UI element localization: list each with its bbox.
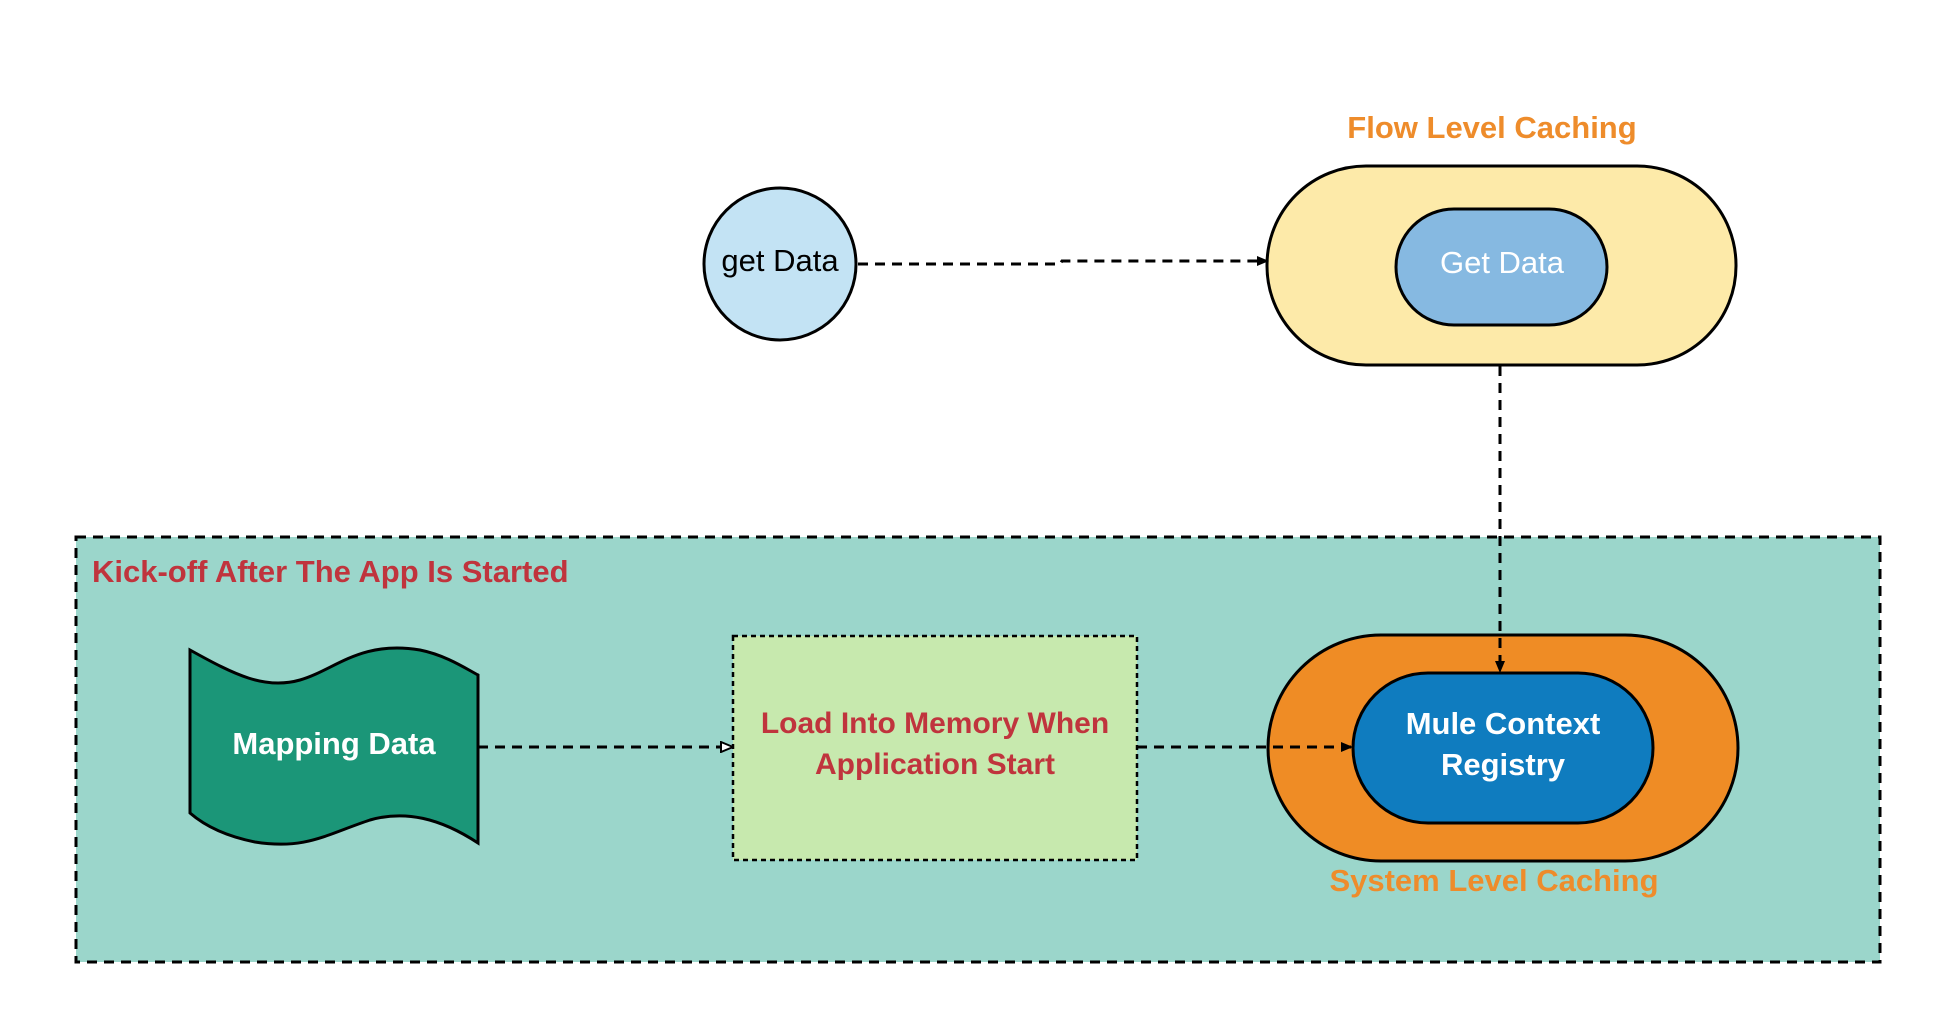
- mapping-data-shape: [188, 646, 480, 846]
- system-level-caching-label: System Level Caching: [1329, 863, 1658, 898]
- mule-context-registry-pill: [1351, 671, 1655, 825]
- load-into-memory-line1: Load Into Memory When: [761, 707, 1109, 740]
- get-data-circle-label: get Data: [721, 243, 839, 278]
- flow-get-data-label: Get Data: [1440, 245, 1565, 280]
- mapping-data-label: Mapping Data: [232, 726, 436, 761]
- mule-context-registry-line1: Mule Context: [1406, 706, 1601, 741]
- flow-level-caching-label: Flow Level Caching: [1347, 110, 1636, 145]
- flow-get-data-pill: [1394, 207, 1609, 327]
- kickoff-region-title: Kick-off After The App Is Started: [92, 554, 569, 589]
- load-into-memory-line2: Application Start: [815, 748, 1055, 781]
- edge-get-data-to-flow-caching: [858, 256, 1269, 266]
- mule-context-registry-line2: Registry: [1441, 747, 1566, 782]
- get-data-circle: [702, 186, 858, 342]
